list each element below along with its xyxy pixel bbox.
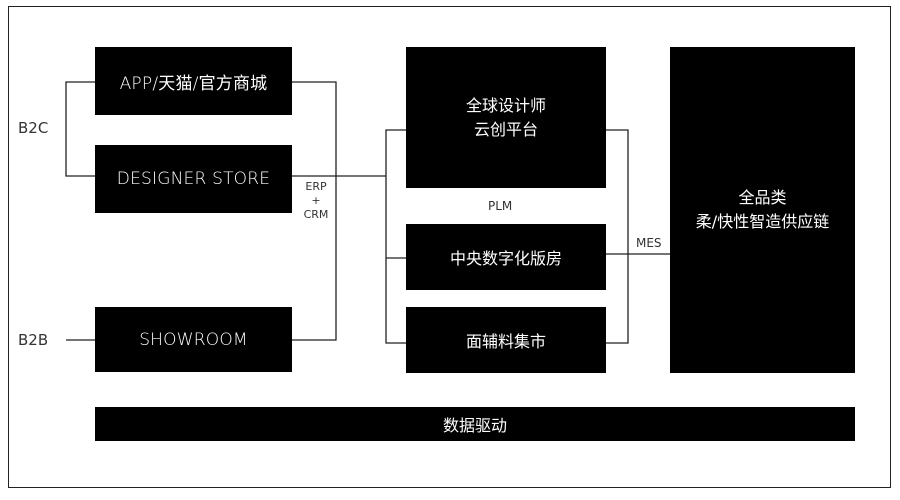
channel-bus — [292, 81, 337, 341]
cloud-platform-line1: 全球设计师 — [465, 95, 546, 115]
showroom-box: SHOWROOM — [95, 307, 292, 372]
materials-market-box: 面辅料集市 — [406, 307, 606, 373]
designer-store-label: DESIGNER STORE — [116, 169, 271, 189]
mes-label: MES — [636, 236, 662, 250]
app-label: APP/天猫/官方商城 — [119, 73, 268, 94]
plus-text: + — [311, 194, 321, 207]
erp-crm-label: ERP + CRM — [300, 180, 332, 222]
supply-chain-box: 全品类 柔/快性智造供应链 — [670, 47, 855, 373]
designer-store-box: DESIGNER STORE — [95, 145, 292, 213]
erp-text: ERP — [305, 180, 327, 193]
plm-label: PLM — [488, 199, 513, 213]
showroom-label: SHOWROOM — [139, 329, 248, 350]
diagram-frame — [8, 6, 891, 488]
b2c-label: B2C — [18, 119, 49, 137]
designer-cloud-platform-box: 全球设计师 云创平台 — [406, 47, 606, 188]
cloud-platform-line2: 云创平台 — [473, 119, 538, 139]
crm-text: CRM — [303, 208, 329, 221]
platform-left-bracket — [385, 129, 406, 344]
b2b-label: B2B — [18, 331, 49, 349]
supply-chain-line1: 全品类 — [738, 188, 787, 207]
data-driven-bar: 数据驱动 — [95, 407, 855, 441]
materials-market-label: 面辅料集市 — [465, 332, 546, 351]
app-box: APP/天猫/官方商城 — [95, 47, 292, 115]
b2c-bracket — [65, 81, 95, 177]
supply-chain-line2: 柔/快性智造供应链 — [695, 212, 830, 231]
sample-room-label: 中央数字化版房 — [449, 249, 562, 268]
data-driven-label: 数据驱动 — [442, 416, 507, 435]
sample-room-box: 中央数字化版房 — [406, 224, 606, 290]
platform-right-bracket — [606, 129, 629, 344]
